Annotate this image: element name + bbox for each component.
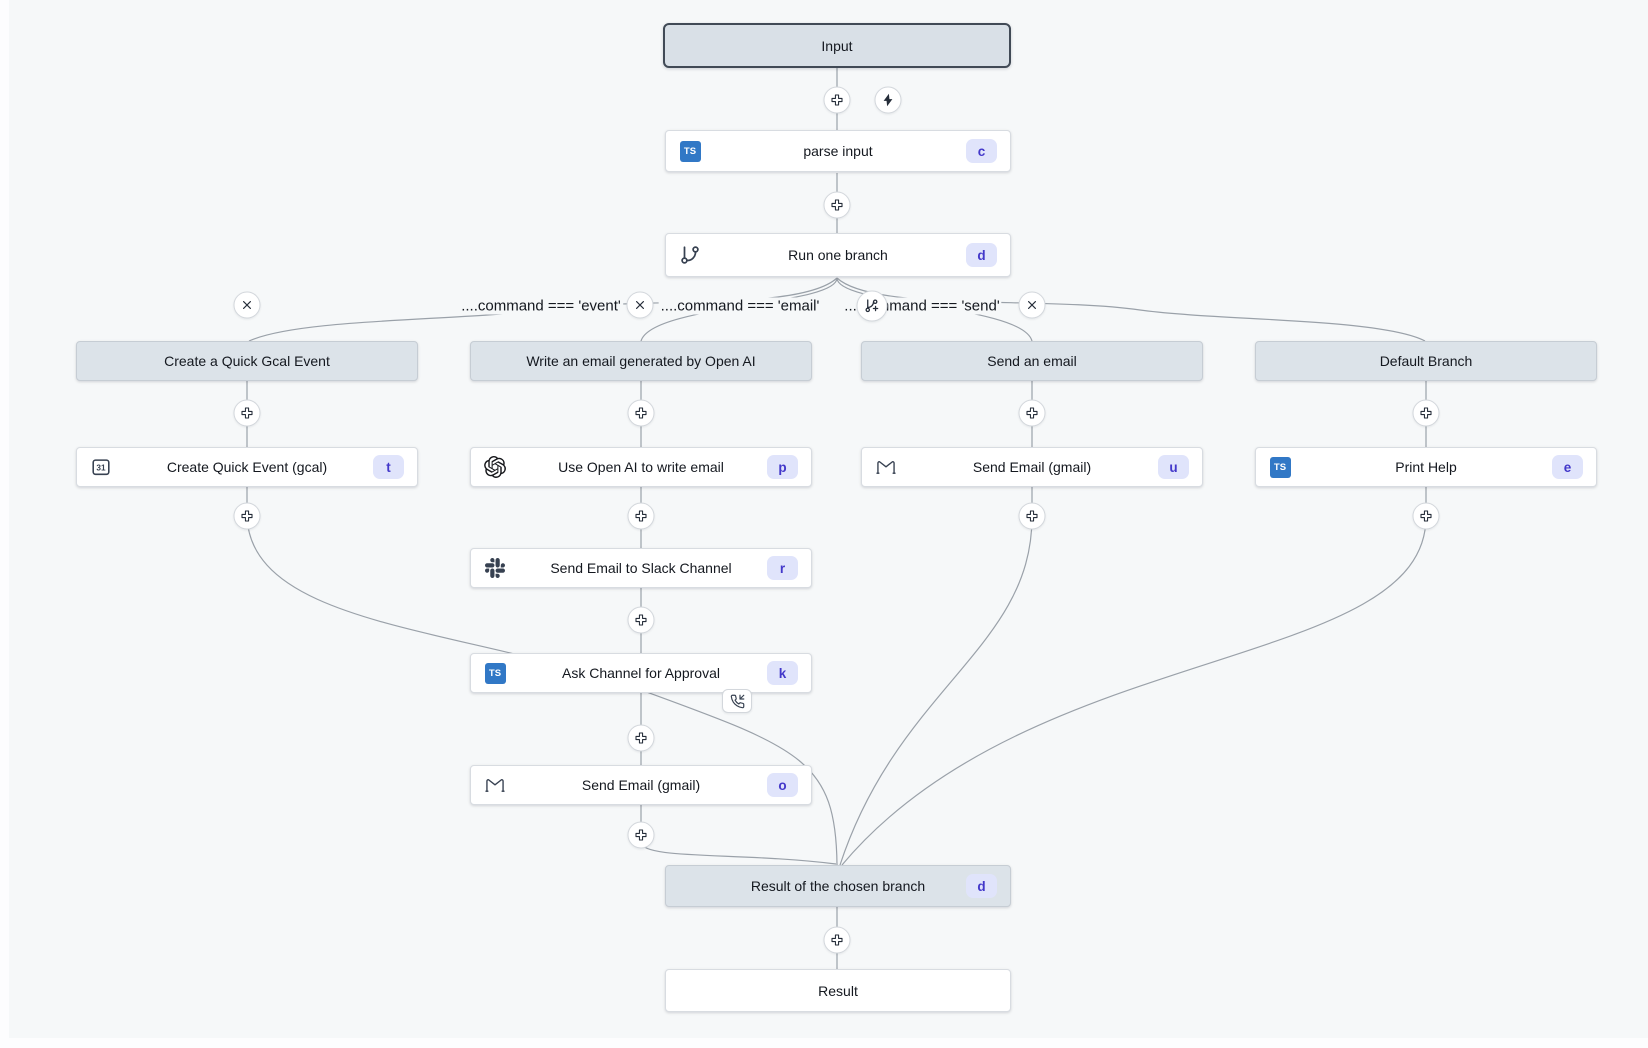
add-step-button[interactable] — [1018, 399, 1046, 427]
branch-header-label: Send an email — [987, 353, 1077, 369]
step-id-badge: u — [1158, 455, 1189, 479]
step-node-parse-input[interactable]: TS parse input c — [665, 130, 1011, 172]
add-step-button[interactable] — [233, 502, 261, 530]
step-id-badge: r — [767, 556, 798, 580]
git-branch-icon — [679, 244, 701, 266]
add-step-button[interactable] — [1412, 399, 1440, 427]
step-node-run-one-branch[interactable]: Run one branch d — [665, 233, 1011, 277]
step-title: Send Email to Slack Channel — [550, 560, 732, 576]
result-node-label: Result — [818, 982, 858, 999]
input-node[interactable]: Input — [663, 23, 1011, 68]
suspend-approval-badge — [722, 689, 752, 713]
edge-d-to-end — [841, 516, 1427, 866]
step-id-badge: d — [966, 874, 997, 898]
edge-b-to-end — [640, 805, 837, 865]
add-branch-button[interactable] — [856, 290, 888, 322]
step-node-use-openai[interactable]: Use Open AI to write email p — [470, 447, 812, 487]
gmail-icon — [875, 456, 897, 478]
plus-icon — [830, 933, 845, 948]
plus-icon — [634, 509, 649, 524]
branch-end-node[interactable]: Result of the chosen branch d — [665, 865, 1011, 907]
add-step-button[interactable] — [627, 606, 655, 634]
openai-icon — [484, 456, 506, 478]
plus-icon — [634, 406, 649, 421]
typescript-icon: TS — [484, 662, 506, 684]
branch-header-label: Default Branch — [1379, 353, 1473, 369]
step-title: Use Open AI to write email — [558, 459, 724, 475]
step-node-ask-channel-approval[interactable]: TS Ask Channel for Approval k — [470, 653, 812, 693]
bolt-icon — [881, 93, 896, 108]
step-title: Run one branch — [788, 247, 888, 263]
result-node[interactable]: Result — [665, 969, 1011, 1012]
git-branch-plus-icon — [864, 298, 881, 315]
step-node-send-email-gmail-o[interactable]: Send Email (gmail) o — [470, 765, 812, 805]
test-flow-button[interactable] — [874, 86, 902, 114]
plus-icon — [240, 509, 255, 524]
step-node-send-email-slack[interactable]: Send Email to Slack Channel r — [470, 548, 812, 588]
step-node-create-quick-event[interactable]: Create Quick Event (gcal) t — [76, 447, 418, 487]
step-id-badge: o — [767, 773, 798, 797]
delete-branch-button[interactable] — [233, 291, 261, 319]
plus-icon — [1419, 509, 1434, 524]
gmail-icon — [484, 774, 506, 796]
canvas-bottom-gutter — [0, 1038, 1648, 1048]
slack-icon — [484, 557, 506, 579]
plus-icon — [634, 731, 649, 746]
branch-header-openai-email[interactable]: Write an email generated by Open AI — [470, 341, 812, 381]
add-step-button[interactable] — [627, 821, 655, 849]
step-title: Send Email (gmail) — [972, 459, 1092, 475]
add-step-button[interactable] — [627, 399, 655, 427]
add-step-button[interactable] — [627, 502, 655, 530]
input-node-label: Input — [821, 37, 853, 54]
typescript-icon: TS — [679, 140, 701, 162]
branch-header-default[interactable]: Default Branch — [1255, 341, 1597, 381]
step-id-badge: d — [966, 243, 997, 267]
add-step-button[interactable] — [823, 86, 851, 114]
branch-header-label: Create a Quick Gcal Event — [164, 353, 330, 369]
add-step-button[interactable] — [233, 399, 261, 427]
branch-header-send-email[interactable]: Send an email — [861, 341, 1203, 381]
close-icon — [240, 298, 255, 313]
phone-incoming-icon — [730, 694, 745, 709]
step-id-badge: c — [966, 139, 997, 163]
branch-header-label: Write an email generated by Open AI — [526, 353, 756, 369]
plus-icon — [1025, 406, 1040, 421]
condition-label-email: ....command === 'email' — [658, 297, 822, 315]
step-id-badge: p — [767, 455, 798, 479]
add-step-button[interactable] — [627, 724, 655, 752]
plus-icon — [1419, 406, 1434, 421]
delete-branch-button[interactable] — [626, 291, 654, 319]
step-node-print-help[interactable]: TS Print Help e — [1255, 447, 1597, 487]
step-id-badge: e — [1552, 455, 1583, 479]
plus-icon — [830, 93, 845, 108]
step-id-badge: t — [373, 455, 404, 479]
step-title: Ask Channel for Approval — [562, 665, 720, 681]
plus-icon — [634, 828, 649, 843]
plus-icon — [240, 406, 255, 421]
step-id-badge: k — [767, 661, 798, 685]
step-title: Create Quick Event (gcal) — [166, 459, 328, 475]
plus-icon — [830, 198, 845, 213]
condition-label-event: ....command === 'event' — [459, 297, 623, 315]
canvas-left-gutter — [0, 0, 9, 1048]
typescript-icon: TS — [1269, 456, 1291, 478]
add-step-button[interactable] — [823, 191, 851, 219]
branch-end-label: Result of the chosen branch — [750, 878, 926, 894]
close-icon — [633, 298, 648, 313]
edge-c-to-end — [839, 516, 1033, 866]
close-icon — [1025, 298, 1040, 313]
plus-icon — [634, 613, 649, 628]
step-title: Send Email (gmail) — [581, 777, 701, 793]
delete-branch-button[interactable] — [1018, 291, 1046, 319]
gcal-icon — [90, 456, 112, 478]
add-step-button[interactable] — [1412, 502, 1440, 530]
add-step-button[interactable] — [1018, 502, 1046, 530]
step-title: parse input — [803, 143, 873, 159]
step-node-send-email-gmail-u[interactable]: Send Email (gmail) u — [861, 447, 1203, 487]
plus-icon — [1025, 509, 1040, 524]
branch-header-gcal-event[interactable]: Create a Quick Gcal Event — [76, 341, 418, 381]
step-title: Print Help — [1395, 459, 1457, 475]
add-step-button[interactable] — [823, 926, 851, 954]
